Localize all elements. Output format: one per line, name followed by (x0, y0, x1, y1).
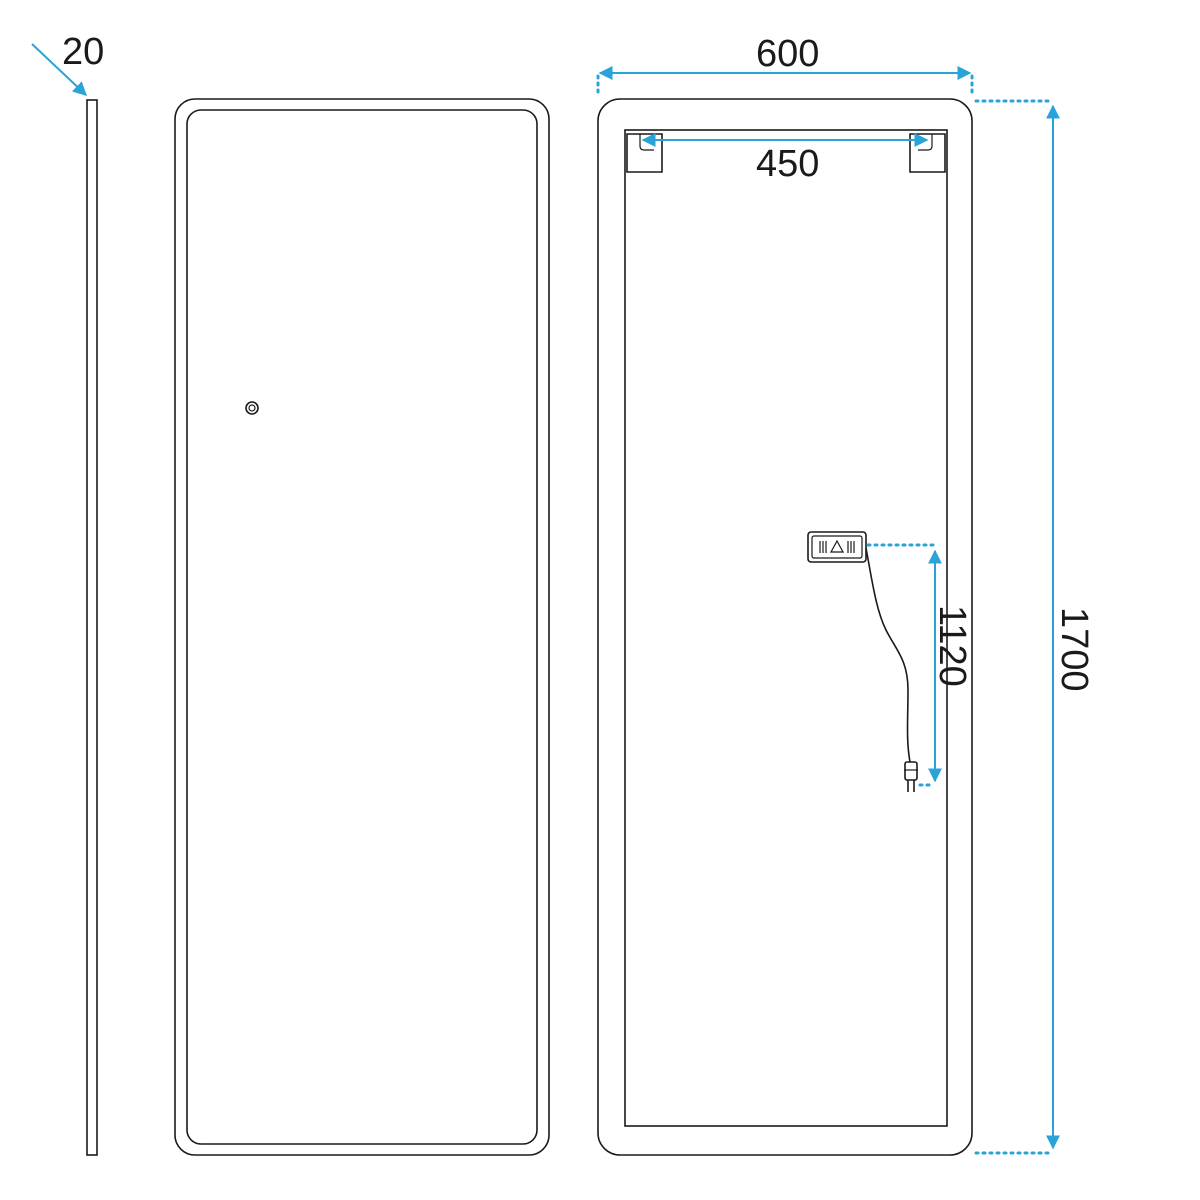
led-driver-box-icon (807, 531, 867, 563)
power-plug-icon (904, 761, 918, 792)
front-outer-frame (174, 98, 550, 1156)
thickness-arrow (31, 43, 88, 96)
back-view: 450 600 1120 (596, 33, 1095, 1156)
width-label: 600 (756, 33, 819, 75)
height-label: 1700 (1053, 607, 1095, 692)
back-panel (624, 129, 948, 1127)
side-view: 20 (31, 31, 104, 1156)
hook-spacing-label: 450 (756, 143, 819, 185)
wall-hook-icon (909, 133, 946, 173)
socket-height-label: 1120 (931, 605, 973, 687)
thickness-label: 20 (62, 31, 104, 73)
side-profile (86, 99, 98, 1156)
back-outer-frame (597, 98, 973, 1156)
touch-sensor-icon (245, 401, 259, 415)
front-view (174, 98, 550, 1156)
front-mirror-glass (186, 109, 538, 1145)
power-cable (865, 547, 911, 763)
